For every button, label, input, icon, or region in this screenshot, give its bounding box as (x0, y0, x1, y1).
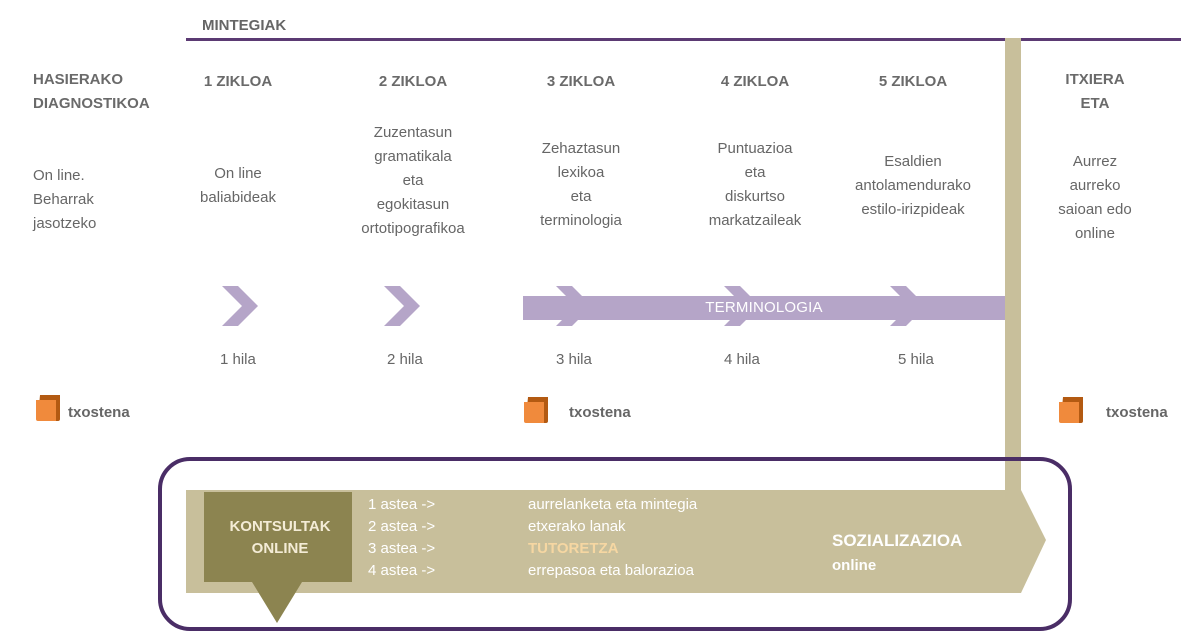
description-line: On line (214, 165, 262, 182)
heading-line: HASIERAKO (33, 71, 124, 88)
column-heading-zikloa-1: 1 ZIKLOA (203, 73, 273, 90)
column-heading-zikloa-4: 4 ZIKLOA (720, 73, 790, 90)
heading-line: ETA (1080, 95, 1110, 112)
chevron-right-icon (890, 286, 926, 326)
description-line: eta (570, 188, 592, 205)
closing-separator-bar (1005, 38, 1021, 493)
month-label-4: 4 hila (724, 351, 760, 368)
document-icon (1059, 397, 1083, 423)
description-line: lexikoa (557, 164, 605, 181)
column-heading-zikloa-5: 5 ZIKLOA (878, 73, 948, 90)
column-description-diagnostikoa: On line. Beharrak jasotzeko (33, 164, 96, 236)
terminologia-band (523, 296, 1005, 320)
column-heading-zikloa-2: 2 ZIKLOA (378, 73, 448, 90)
chevron-right-icon (384, 286, 420, 326)
report-label: txostena (569, 404, 631, 421)
column-description-zikloa-2: Zuzentasun gramatikala eta egokitasun or… (343, 121, 483, 241)
month-label-5: 5 hila (898, 351, 934, 368)
kontsultak-line: ONLINE (251, 540, 309, 557)
column-heading-zikloa-3: 3 ZIKLOA (546, 73, 616, 90)
kontsultak-online-label: KONTSULTAK ONLINE (206, 516, 354, 560)
description-line: online (1074, 225, 1116, 242)
description-line: baliabideak (200, 189, 276, 206)
description-line: Zehaztasun (541, 140, 621, 157)
activity-label: errepasoa eta balorazioa (528, 562, 694, 579)
heading-line: ITXIERA (1065, 71, 1125, 88)
activity-label-tutoretza: TUTORETZA (528, 540, 619, 557)
report-label: txostena (1106, 404, 1168, 421)
month-label-1: 1 hila (220, 351, 256, 368)
consultation-panel (158, 457, 1072, 631)
week-label: 4 astea -> (368, 562, 436, 579)
column-heading-itxiera: ITXIERA ETA (1050, 68, 1140, 116)
mintegiak-title: MINTEGIAK (202, 17, 287, 34)
document-icon (36, 395, 60, 421)
sozializazioa-subtitle: online (832, 557, 877, 574)
description-line: diskurtso (724, 188, 786, 205)
report-label: txostena (68, 404, 130, 421)
column-heading-diagnostikoa: HASIERAKO DIAGNOSTIKOA (33, 68, 150, 116)
terminologia-label: TERMINOLOGIA (705, 299, 823, 316)
description-line: terminologia (540, 212, 622, 229)
month-label-2: 2 hila (387, 351, 423, 368)
description-line: Puntuazioa (717, 140, 793, 157)
column-description-itxiera: Aurrez aurreko saioan edo online (1050, 150, 1140, 246)
heading-line: DIAGNOSTIKOA (33, 95, 150, 112)
chevron-right-icon (556, 286, 592, 326)
description-line: antolamendurako (855, 177, 971, 194)
description-line: egokitasun (376, 196, 450, 213)
description-line: aurreko (1069, 177, 1121, 194)
description-line: eta (402, 172, 424, 189)
description-line: gramatikala (374, 148, 452, 165)
chevron-right-icon (222, 286, 258, 326)
description-line: estilo-irizpideak (861, 201, 965, 218)
description-line: markatzaileak (708, 212, 802, 229)
week-label: 1 astea -> (368, 496, 436, 513)
description-line: saioan edo (1058, 201, 1132, 218)
activity-label: etxerako lanak (528, 518, 626, 535)
activity-list: aurrelanketa eta mintegia etxerako lanak… (528, 494, 697, 582)
mintegiak-divider (186, 38, 1181, 41)
column-description-zikloa-5: Esaldien antolamendurako estilo-irizpide… (838, 150, 988, 222)
description-line: Esaldien (884, 153, 942, 170)
kontsultak-line: KONTSULTAK (229, 518, 331, 535)
column-description-zikloa-3: Zehaztasun lexikoa eta terminologia (521, 137, 641, 233)
description-line: jasotzeko (33, 215, 97, 232)
week-label: 3 astea -> (368, 540, 436, 557)
description-line: Zuzentasun (373, 124, 453, 141)
description-line: Aurrez (1072, 153, 1118, 170)
month-label-3: 3 hila (556, 351, 592, 368)
sozializazioa-title: SOZIALIZAZIOA (832, 531, 963, 550)
description-line: On line. (33, 167, 85, 184)
description-line: Beharrak (33, 191, 94, 208)
document-icon (524, 397, 548, 423)
week-label: 2 astea -> (368, 518, 436, 535)
description-line: ortotipografikoa (361, 220, 465, 237)
description-line: eta (744, 164, 766, 181)
week-list: 1 astea -> 2 astea -> 3 astea -> 4 astea… (368, 494, 435, 582)
chevron-right-icon (724, 286, 760, 326)
column-description-zikloa-1: On line baliabideak (188, 162, 288, 210)
column-description-zikloa-4: Puntuazioa eta diskurtso markatzaileak (690, 137, 820, 233)
activity-label: aurrelanketa eta mintegia (528, 496, 698, 513)
